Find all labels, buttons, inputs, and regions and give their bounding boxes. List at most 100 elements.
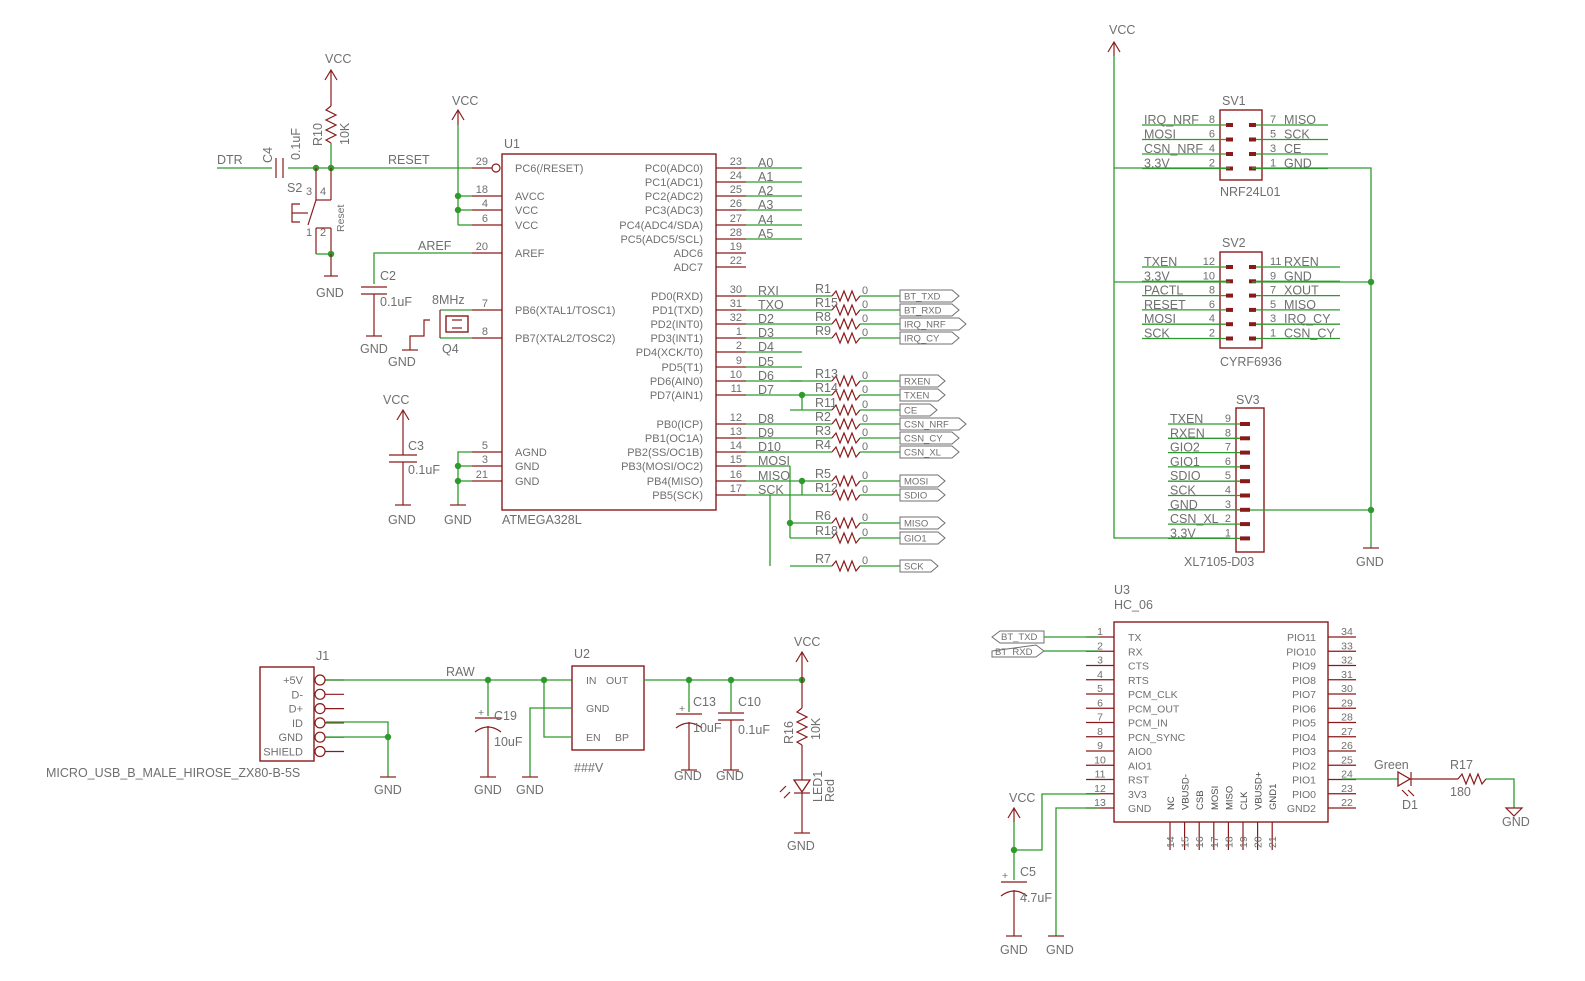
gnd-label-u2: GND bbox=[516, 783, 544, 797]
u1-net-label: D10 bbox=[758, 440, 781, 454]
resistor-value: 0 bbox=[862, 527, 868, 539]
resistor-ref: R11 bbox=[815, 396, 837, 410]
net-tag bbox=[899, 403, 938, 417]
bt-txd-tag-label: BT_TXD bbox=[1001, 632, 1038, 643]
u1-pin-number: 15 bbox=[730, 454, 742, 466]
u1-pin-name: PB3(MOSI/OC2) bbox=[621, 461, 703, 473]
net-tag bbox=[899, 559, 939, 573]
r10-value: 10K bbox=[338, 122, 352, 145]
sv3-body bbox=[1235, 407, 1265, 553]
u3-pin-name: CLK bbox=[1239, 791, 1250, 810]
u1-pin-name: PC5(ADC5/SCL) bbox=[620, 234, 703, 246]
u3-pin-name: PIO11 bbox=[1287, 632, 1316, 644]
net-tag bbox=[899, 388, 946, 402]
u1-pin-number: 13 bbox=[730, 426, 742, 438]
u1-pin-name: PD7(AIN1) bbox=[650, 390, 703, 402]
u2-pin-in: IN bbox=[586, 675, 597, 687]
svg-text:+: + bbox=[478, 707, 484, 719]
c3-ref: C3 bbox=[408, 439, 424, 453]
u1-pin-name: PD6(AIN0) bbox=[650, 376, 703, 388]
svg-text:+: + bbox=[1002, 870, 1008, 882]
gnd-label-c13: GND bbox=[674, 769, 702, 783]
u1-pin-number: 16 bbox=[730, 469, 742, 481]
resistor-value: 0 bbox=[862, 285, 868, 297]
gnd-label-u1: GND bbox=[444, 513, 472, 527]
u3-pin-number: 34 bbox=[1341, 626, 1353, 638]
j1-value: MICRO_USB_B_MALE_HIROSE_ZX80-B-5S bbox=[46, 766, 300, 780]
u1-pin-name: PC0(ADC0) bbox=[645, 163, 703, 175]
r10-resistor bbox=[324, 105, 338, 144]
header-net-label: PACTL bbox=[1144, 284, 1183, 298]
u3-pin-number: 22 bbox=[1341, 797, 1353, 809]
net-tag-label: IRQ_NRF bbox=[904, 320, 946, 331]
u1-pin-number: 6 bbox=[482, 213, 488, 225]
s2-value: Reset bbox=[335, 204, 347, 232]
gnd-label-c5: GND bbox=[1000, 943, 1028, 957]
u1-gnd-net: GND bbox=[444, 451, 472, 527]
series-resistor bbox=[831, 431, 861, 445]
u1-net-label: D8 bbox=[758, 412, 774, 426]
header-pin bbox=[1240, 522, 1250, 527]
header-pin bbox=[1249, 307, 1256, 312]
r16-ref: R16 bbox=[782, 721, 796, 744]
vcc-label-headers: VCC bbox=[1109, 23, 1135, 37]
u3-pin-name: TX bbox=[1128, 632, 1141, 644]
header-pin-number: 7 bbox=[1270, 285, 1276, 297]
u1-pin-number: 27 bbox=[730, 213, 742, 225]
net-tag bbox=[899, 431, 960, 445]
u2-pin-en: EN bbox=[586, 732, 601, 744]
u1-pin-name: PC4(ADC4/SDA) bbox=[619, 220, 703, 232]
header-net-label: SDIO bbox=[1170, 469, 1201, 483]
u3-pin-name: PIO5 bbox=[1292, 718, 1316, 730]
u3-pin-number: 17 bbox=[1209, 836, 1221, 848]
c2-value: 0.1uF bbox=[380, 295, 412, 309]
series-resistor bbox=[831, 516, 861, 530]
header-net-label: XOUT bbox=[1284, 284, 1319, 298]
resistor-ref: R3 bbox=[815, 424, 831, 438]
series-resistor bbox=[831, 474, 861, 488]
c10-value: 0.1uF bbox=[738, 723, 770, 737]
u1-pin-name: PD1(TXD) bbox=[652, 305, 703, 317]
series-resistor bbox=[831, 559, 861, 573]
u1-pin-number: 29 bbox=[476, 156, 488, 168]
r17-ref: R17 bbox=[1450, 758, 1473, 772]
j1-pin-name: +5V bbox=[283, 675, 304, 687]
u2-regulator: RAW U2 IN OUT GND EN BP ###V GND + C19 1… bbox=[326, 635, 837, 853]
header-pin-number: 1 bbox=[1270, 328, 1276, 340]
c5-ref: C5 bbox=[1020, 865, 1036, 879]
u1-right-pins: 23PC0(ADC0)A024PC1(ADC1)A125PC2(ADC2)A22… bbox=[619, 156, 802, 502]
j1-pin-name: D- bbox=[291, 689, 303, 701]
resistor-ref: R6 bbox=[815, 509, 831, 523]
u1-net-label: A0 bbox=[758, 156, 773, 170]
header-pin-number: 2 bbox=[1209, 158, 1215, 170]
net-tag-label: SDIO bbox=[904, 491, 927, 502]
u3-pin-name: RTS bbox=[1128, 675, 1149, 687]
u1-net-label: A2 bbox=[758, 184, 773, 198]
header-pin-number: 4 bbox=[1209, 313, 1215, 325]
header-net-label: TXEN bbox=[1170, 412, 1203, 426]
header-pin-number: 12 bbox=[1203, 256, 1215, 268]
u3-pin-number: 14 bbox=[1165, 836, 1177, 848]
header-net-label: SCK bbox=[1170, 484, 1196, 498]
header-pin-number: 2 bbox=[1209, 328, 1215, 340]
net-tag-label: IRQ_CY bbox=[904, 334, 940, 345]
resistor-value: 0 bbox=[862, 313, 868, 325]
u1-net-label: MISO bbox=[758, 469, 790, 483]
header-net-label: MOSI bbox=[1144, 312, 1176, 326]
u1-pin-number: 19 bbox=[730, 241, 742, 253]
resistor-ref: R1 bbox=[815, 282, 831, 296]
series-resistor bbox=[831, 445, 861, 459]
sv3-value: XL7105-D03 bbox=[1184, 555, 1254, 569]
header-net-label: MISO bbox=[1284, 113, 1316, 127]
j1-pin-name: D+ bbox=[289, 704, 303, 716]
header-pin-number: 1 bbox=[1270, 158, 1276, 170]
net-tag-label: RXEN bbox=[904, 377, 931, 388]
sv1-ref: SV1 bbox=[1222, 94, 1246, 108]
u1-net-label: D6 bbox=[758, 369, 774, 383]
u1-pin-number: 2 bbox=[736, 340, 742, 352]
header-pin bbox=[1249, 322, 1256, 327]
j1-pin-name: SHIELD bbox=[263, 747, 303, 759]
header-pin-number: 8 bbox=[1209, 114, 1215, 126]
header-pin bbox=[1226, 279, 1233, 284]
